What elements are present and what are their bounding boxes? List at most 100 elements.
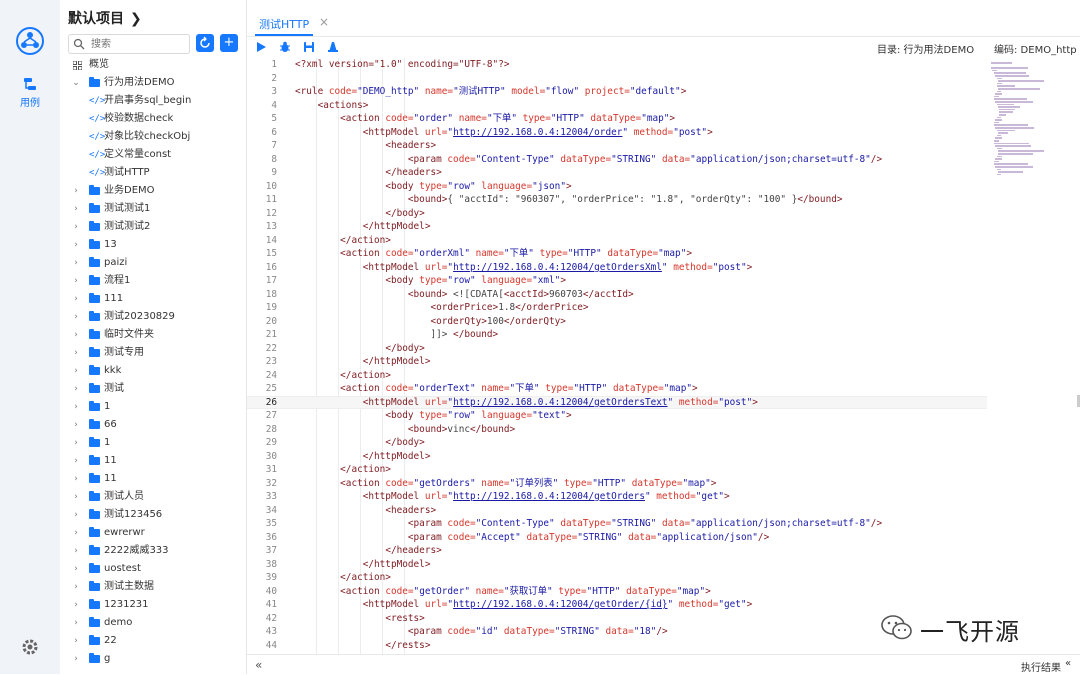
code-line[interactable]: 20 <orderQty>100</orderQty> xyxy=(247,315,987,329)
exec-expand-button[interactable]: « xyxy=(1065,658,1072,669)
code-line[interactable]: 18 <bound> <![CDATA[<acctId>960703</acct… xyxy=(247,288,987,302)
code-line[interactable]: 43 <param code="id" dataType="STRING" da… xyxy=(247,625,987,639)
tree-item[interactable]: ›66 xyxy=(60,416,246,434)
tree-item[interactable]: </>校验数据check xyxy=(60,110,246,128)
tree-item[interactable]: </>定义常量const xyxy=(60,146,246,164)
chevron-right-icon[interactable]: › xyxy=(74,258,78,268)
code-line[interactable]: 30 </httpModel> xyxy=(247,450,987,464)
tree-item[interactable]: ›测试人员 xyxy=(60,488,246,506)
code-minimap[interactable] xyxy=(985,58,1077,180)
chevron-right-icon[interactable]: › xyxy=(74,366,78,376)
chevron-right-icon[interactable]: › xyxy=(74,402,78,412)
chevron-right-icon[interactable]: › xyxy=(74,600,78,610)
code-line[interactable]: 15 <action code="orderXml" name="下单" typ… xyxy=(247,247,987,261)
code-line[interactable]: 17 <body type="row" language="xml"> xyxy=(247,274,987,288)
tree-item[interactable]: ›测试测试1 xyxy=(60,200,246,218)
tree-item[interactable]: ›11 xyxy=(60,470,246,488)
chevron-right-icon[interactable]: › xyxy=(74,582,78,592)
code-line[interactable]: 28 <bound>vinc</bound> xyxy=(247,423,987,437)
tree-item[interactable]: ›13 xyxy=(60,236,246,254)
code-line[interactable]: 2 xyxy=(247,72,987,86)
tree-item[interactable]: ›测试主数据 xyxy=(60,578,246,596)
code-line[interactable]: 40 <action code="getOrder" name="获取订单" t… xyxy=(247,585,987,599)
search-box[interactable] xyxy=(68,34,190,54)
project-title[interactable]: 默认项目❯ xyxy=(68,8,142,28)
chevron-right-icon[interactable]: › xyxy=(74,384,78,394)
tree-item[interactable]: ›g xyxy=(60,650,246,668)
code-line[interactable]: 4 <actions> xyxy=(247,99,987,113)
code-line[interactable]: 31 </action> xyxy=(247,463,987,477)
code-line[interactable]: 35 <param code="Content-Type" dataType="… xyxy=(247,517,987,531)
chevron-right-icon[interactable]: › xyxy=(74,510,78,520)
chevron-right-icon[interactable]: › xyxy=(74,330,78,340)
tree-item[interactable]: ›11 xyxy=(60,452,246,470)
code-line[interactable]: 3<rule code="DEMO_http" name="测试HTTP" mo… xyxy=(247,85,987,99)
tree-item[interactable]: ›测试123456 xyxy=(60,506,246,524)
tree-item[interactable]: ›paizi xyxy=(60,254,246,272)
tree-item[interactable]: ›测试专用 xyxy=(60,344,246,362)
app-logo-icon[interactable] xyxy=(15,26,45,56)
code-line[interactable]: 12 </body> xyxy=(247,207,987,221)
tree-item[interactable]: ›测试20230829 xyxy=(60,308,246,326)
tree-item[interactable]: ⌄行为用法DEMO xyxy=(60,74,246,92)
tree-item[interactable]: ›kkk xyxy=(60,362,246,380)
tree-item[interactable]: ›1 xyxy=(60,398,246,416)
tree-item[interactable]: ›1 xyxy=(60,434,246,452)
chevron-right-icon[interactable]: › xyxy=(74,456,78,466)
chevron-right-icon[interactable]: › xyxy=(74,564,78,574)
code-line[interactable]: 16 <httpModel url="http://192.168.0.4:12… xyxy=(247,261,987,275)
collapse-sidebar-button[interactable]: « xyxy=(255,658,263,672)
tree-item[interactable]: </>对象比较checkObj xyxy=(60,128,246,146)
code-line[interactable]: 1<?xml version="1.0" encoding="UTF-8"?> xyxy=(247,58,987,72)
chevron-right-icon[interactable]: › xyxy=(74,636,78,646)
chevron-right-icon[interactable]: › xyxy=(74,276,78,286)
tree-item[interactable]: ›业务DEMO xyxy=(60,182,246,200)
chevron-right-icon[interactable]: › xyxy=(74,474,78,484)
tree-item[interactable]: ›111 xyxy=(60,290,246,308)
chevron-right-icon[interactable]: › xyxy=(74,240,78,250)
chevron-right-icon[interactable]: › xyxy=(74,294,78,304)
code-line[interactable]: 8 <param code="Content-Type" dataType="S… xyxy=(247,153,987,167)
code-line[interactable]: 25 <action code="orderText" name="下单" ty… xyxy=(247,382,987,396)
code-line[interactable]: 38 </httpModel> xyxy=(247,558,987,572)
chevron-right-icon[interactable]: › xyxy=(74,222,78,232)
code-line[interactable]: 9 </headers> xyxy=(247,166,987,180)
chevron-right-icon[interactable]: › xyxy=(74,348,78,358)
code-line[interactable]: 23 </httpModel> xyxy=(247,355,987,369)
tree-item[interactable]: ›2222威威333 xyxy=(60,542,246,560)
code-line[interactable]: 33 <httpModel url="http://192.168.0.4:12… xyxy=(247,490,987,504)
tree-item[interactable]: ›22 xyxy=(60,632,246,650)
tree-item[interactable]: </>开启事务sql_begin xyxy=(60,92,246,110)
chevron-right-icon[interactable]: › xyxy=(74,420,78,430)
code-line[interactable]: 27 <body type="row" language="text"> xyxy=(247,409,987,423)
code-line[interactable]: 41 <httpModel url="http://192.168.0.4:12… xyxy=(247,598,987,612)
add-button[interactable]: + xyxy=(220,34,238,52)
tab-test-http[interactable]: 测试HTTP xyxy=(259,18,310,31)
code-line[interactable]: 5 <action code="order" name="下单" type="H… xyxy=(247,112,987,126)
code-line[interactable]: 24 </action> xyxy=(247,369,987,383)
chevron-down-icon[interactable]: ⌄ xyxy=(72,78,80,88)
code-line[interactable]: 11 <bound>{ "acctId": "960307", "orderPr… xyxy=(247,193,987,207)
format-icon[interactable] xyxy=(327,41,339,53)
code-line[interactable]: 39 </action> xyxy=(247,571,987,585)
code-line[interactable]: 26 <httpModel url="http://192.168.0.4:12… xyxy=(247,395,987,409)
chevron-right-icon[interactable]: › xyxy=(74,654,78,664)
tree-item[interactable]: ›demo xyxy=(60,614,246,632)
code-line[interactable]: 36 <param code="Accept" dataType="STRING… xyxy=(247,531,987,545)
chevron-right-icon[interactable]: › xyxy=(74,312,78,322)
chevron-right-icon[interactable]: › xyxy=(74,618,78,628)
code-line[interactable]: 34 <headers> xyxy=(247,504,987,518)
chevron-right-icon[interactable]: › xyxy=(74,186,78,196)
rail-item-cases[interactable]: 用例 xyxy=(0,72,60,116)
code-line[interactable]: 44 </rests> xyxy=(247,639,987,653)
exec-result-label[interactable]: 执行结果 xyxy=(1021,663,1061,674)
code-line[interactable]: 37 </headers> xyxy=(247,544,987,558)
code-line[interactable]: 32 <action code="getOrders" name="订单列表" … xyxy=(247,477,987,491)
code-line[interactable]: 22 </body> xyxy=(247,342,987,356)
debug-icon[interactable] xyxy=(279,41,291,53)
tree-item[interactable]: ›1231231 xyxy=(60,596,246,614)
chevron-right-icon[interactable]: › xyxy=(74,546,78,556)
code-line[interactable]: 42 <rests> xyxy=(247,612,987,626)
close-icon[interactable]: × xyxy=(319,15,330,29)
vertical-scrollbar[interactable] xyxy=(1077,395,1080,407)
